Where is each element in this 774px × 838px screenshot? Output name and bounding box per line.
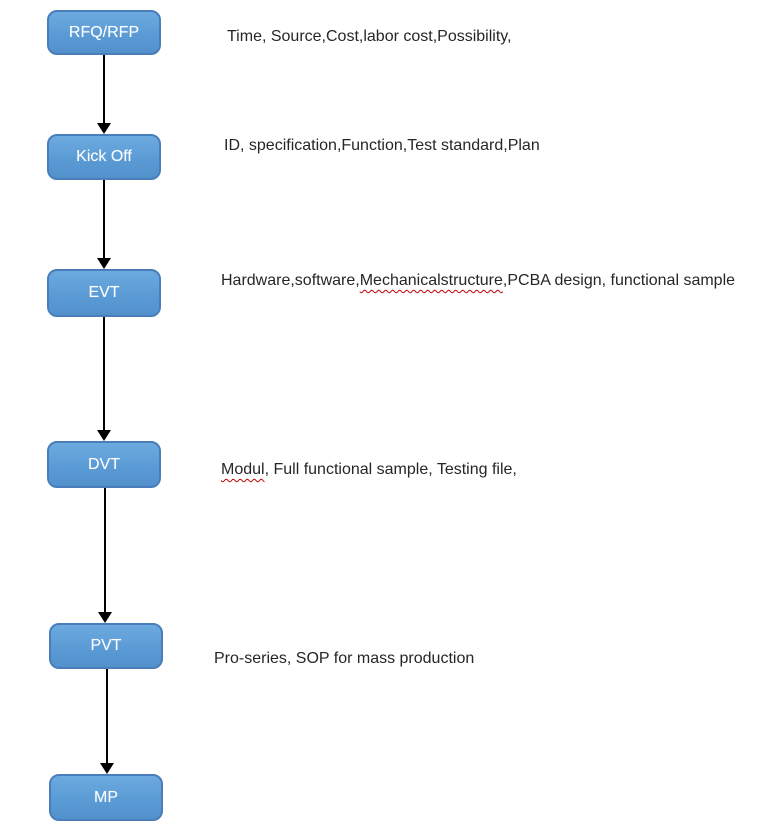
- note-text-misspelled: Mechanicalstructure: [359, 272, 503, 289]
- arrow-line: [106, 669, 108, 765]
- stage-label-dvt: DVT: [88, 455, 120, 473]
- stage-box-dvt[interactable]: DVT: [47, 441, 161, 488]
- stage-label-pvt: PVT: [90, 637, 122, 654]
- arrow-line: [103, 317, 105, 432]
- stage-note-pvt: Pro-series, SOP for mass production: [214, 649, 474, 669]
- arrow-head-icon: [97, 258, 111, 269]
- note-text: ID, specification,Function,Test standard…: [224, 137, 540, 154]
- stage-note-rfq-rfp: Time, Source,Cost,labor cost,Possibility…: [227, 27, 512, 47]
- arrow-kick-off-to-evt: [97, 180, 111, 269]
- note-text: ,PCBA design, functional sample: [502, 272, 736, 289]
- note-text: Hardware,software,: [221, 272, 360, 289]
- note-text-misspelled: Modul: [221, 461, 265, 478]
- arrow-line: [103, 55, 105, 125]
- arrow-evt-to-dvt: [97, 317, 111, 441]
- stage-box-rfq-rfp[interactable]: RFQ/RFP: [47, 10, 161, 55]
- stage-box-evt[interactable]: EVT: [47, 269, 161, 317]
- arrow-line: [103, 180, 105, 260]
- arrow-rfq-rfp-to-kick-off: [97, 55, 111, 134]
- arrow-head-icon: [98, 612, 112, 623]
- note-text: , Full functional sample, Testing file,: [264, 461, 517, 478]
- stage-label-evt: EVT: [88, 284, 120, 301]
- arrow-head-icon: [97, 430, 111, 441]
- arrow-head-icon: [100, 763, 114, 774]
- stage-label-rfq-rfp: RFQ/RFP: [68, 23, 140, 41]
- stage-note-dvt: Modul, Full functional sample, Testing f…: [221, 460, 517, 480]
- stage-box-pvt[interactable]: PVT: [49, 623, 163, 669]
- stage-label-mp: MP: [94, 788, 118, 806]
- stage-note-evt: Hardware,software,Mechanicalstructure,PC…: [221, 271, 735, 291]
- stage-box-mp[interactable]: MP: [49, 774, 163, 821]
- note-text: Time, Source,Cost,labor cost,Possibility…: [227, 28, 512, 45]
- arrow-line: [104, 488, 106, 614]
- stage-note-kick-off: ID, specification,Function,Test standard…: [224, 136, 540, 156]
- arrow-head-icon: [97, 123, 111, 134]
- stage-box-kick-off[interactable]: Kick Off: [47, 134, 161, 180]
- note-text: Pro-series, SOP for mass production: [214, 650, 475, 667]
- arrow-dvt-to-pvt: [98, 488, 112, 623]
- stage-label-kick-off: Kick Off: [76, 148, 132, 165]
- arrow-pvt-to-mp: [100, 669, 114, 774]
